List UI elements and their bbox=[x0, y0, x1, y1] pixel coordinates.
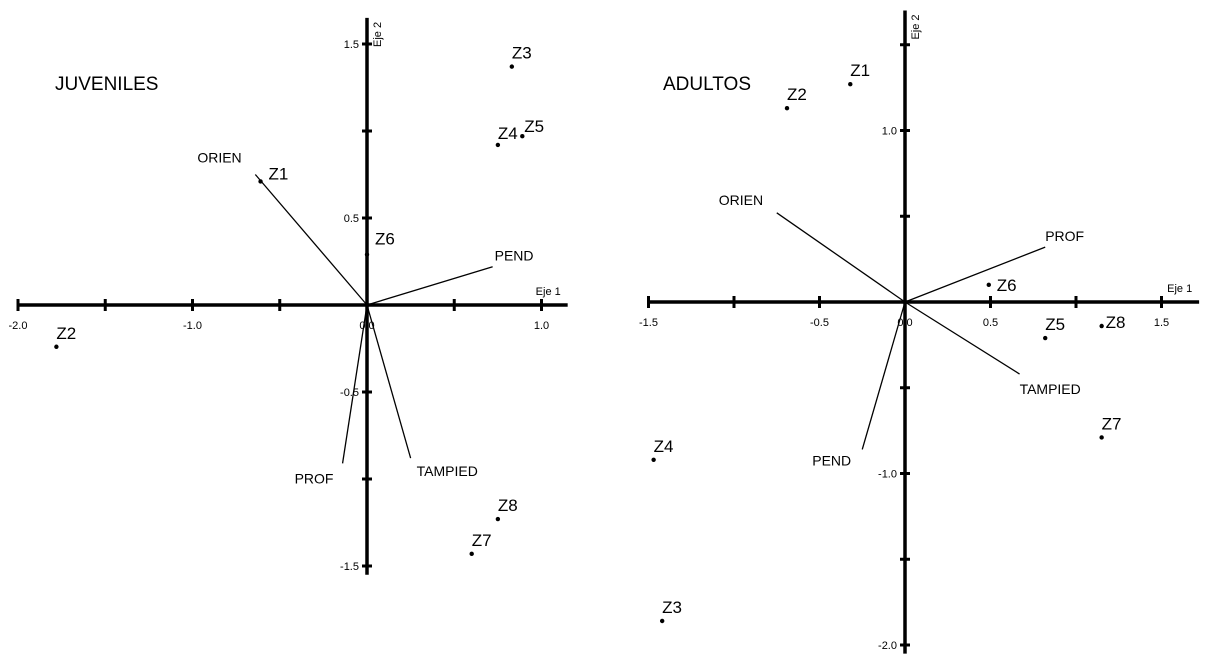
vector-label: TAMPIED bbox=[1020, 381, 1081, 397]
point-z1 bbox=[848, 81, 853, 87]
point-z2 bbox=[54, 344, 59, 349]
point-z6 bbox=[364, 252, 370, 257]
point-label: Z5 bbox=[524, 117, 544, 136]
point-label: Z6 bbox=[997, 276, 1017, 295]
panel-title: JUVENILES bbox=[55, 74, 158, 95]
point-z1 bbox=[258, 179, 263, 184]
point-z3 bbox=[659, 618, 665, 624]
point-label: Z7 bbox=[1102, 414, 1122, 433]
vector-label: PEND bbox=[812, 452, 851, 468]
adultos-panel: ADULTOS Eje 1 Eje 2 -1.5 -0.5 0.0 0.5 1.5 -2.0 -1… bbox=[639, 10, 1200, 654]
point-z3 bbox=[509, 64, 515, 69]
vector-prof bbox=[341, 304, 368, 464]
x-tick-label: -1.5 bbox=[639, 317, 658, 329]
point-z4 bbox=[495, 142, 501, 148]
point-z5 bbox=[1043, 335, 1048, 341]
point-z7 bbox=[469, 551, 474, 557]
x-axis-label: Eje 1 bbox=[1167, 283, 1192, 295]
y-tick-label: -2.0 bbox=[878, 640, 897, 652]
point-label: Z3 bbox=[512, 44, 532, 63]
point-label: Z5 bbox=[1045, 315, 1065, 334]
vector-label: ORIEN bbox=[197, 150, 241, 166]
x-tick-label: -1.0 bbox=[183, 320, 202, 332]
x-tick-label: 1.5 bbox=[1154, 317, 1169, 329]
point-label: Z8 bbox=[498, 496, 518, 515]
point-label: Z7 bbox=[472, 531, 492, 550]
point-label: Z1 bbox=[850, 61, 870, 80]
point-z5 bbox=[520, 134, 525, 139]
x-tick-label: 0.5 bbox=[983, 317, 998, 329]
point-z8 bbox=[495, 516, 501, 522]
y-tick-label: -1.5 bbox=[340, 561, 359, 573]
x-tick-label: 1.0 bbox=[534, 320, 549, 332]
y-tick-label: 0.5 bbox=[344, 213, 359, 225]
point-label: Z3 bbox=[662, 598, 682, 617]
x-tick-label: -0.5 bbox=[810, 317, 829, 329]
vector-tampied bbox=[904, 301, 1020, 375]
point-z6 bbox=[986, 282, 991, 288]
y-tick-label: 1.5 bbox=[344, 39, 359, 51]
vector-label: PROF bbox=[1045, 228, 1084, 244]
point-label: Z2 bbox=[787, 85, 807, 104]
x-axis-label: Eje 1 bbox=[536, 286, 561, 298]
vector-label: PEND bbox=[495, 248, 534, 264]
point-label: Z4 bbox=[498, 124, 518, 143]
y-axis-label: Eje 2 bbox=[910, 14, 922, 39]
vector-label: ORIEN bbox=[719, 192, 763, 208]
vector-label: PROF bbox=[295, 470, 334, 486]
point-label: Z2 bbox=[56, 324, 76, 343]
y-axis-label: Eje 2 bbox=[372, 22, 384, 47]
vector-orien bbox=[254, 174, 368, 306]
vector-tampied bbox=[366, 304, 412, 459]
vector-pend bbox=[861, 301, 906, 450]
vector-prof bbox=[904, 246, 1046, 303]
vector-label: TAMPIED bbox=[417, 463, 478, 479]
point-z8 bbox=[1099, 323, 1104, 329]
point-label: Z4 bbox=[654, 437, 674, 456]
point-label: Z6 bbox=[375, 230, 395, 249]
y-tick-label: -1.0 bbox=[878, 469, 897, 481]
y-tick-label: -0.5 bbox=[340, 387, 359, 399]
y-tick-label: 1.0 bbox=[882, 126, 897, 138]
point-z4 bbox=[651, 457, 656, 462]
point-z2 bbox=[784, 106, 790, 111]
point-label: Z8 bbox=[1106, 313, 1126, 332]
x-tick-label: 0.0 bbox=[897, 317, 912, 329]
vector-pend bbox=[366, 266, 493, 306]
point-z7 bbox=[1099, 435, 1104, 440]
panel-title: ADULTOS bbox=[663, 74, 751, 95]
x-tick-label: -2.0 bbox=[9, 320, 28, 332]
point-label: Z1 bbox=[269, 164, 289, 183]
vector-orien bbox=[776, 212, 906, 303]
